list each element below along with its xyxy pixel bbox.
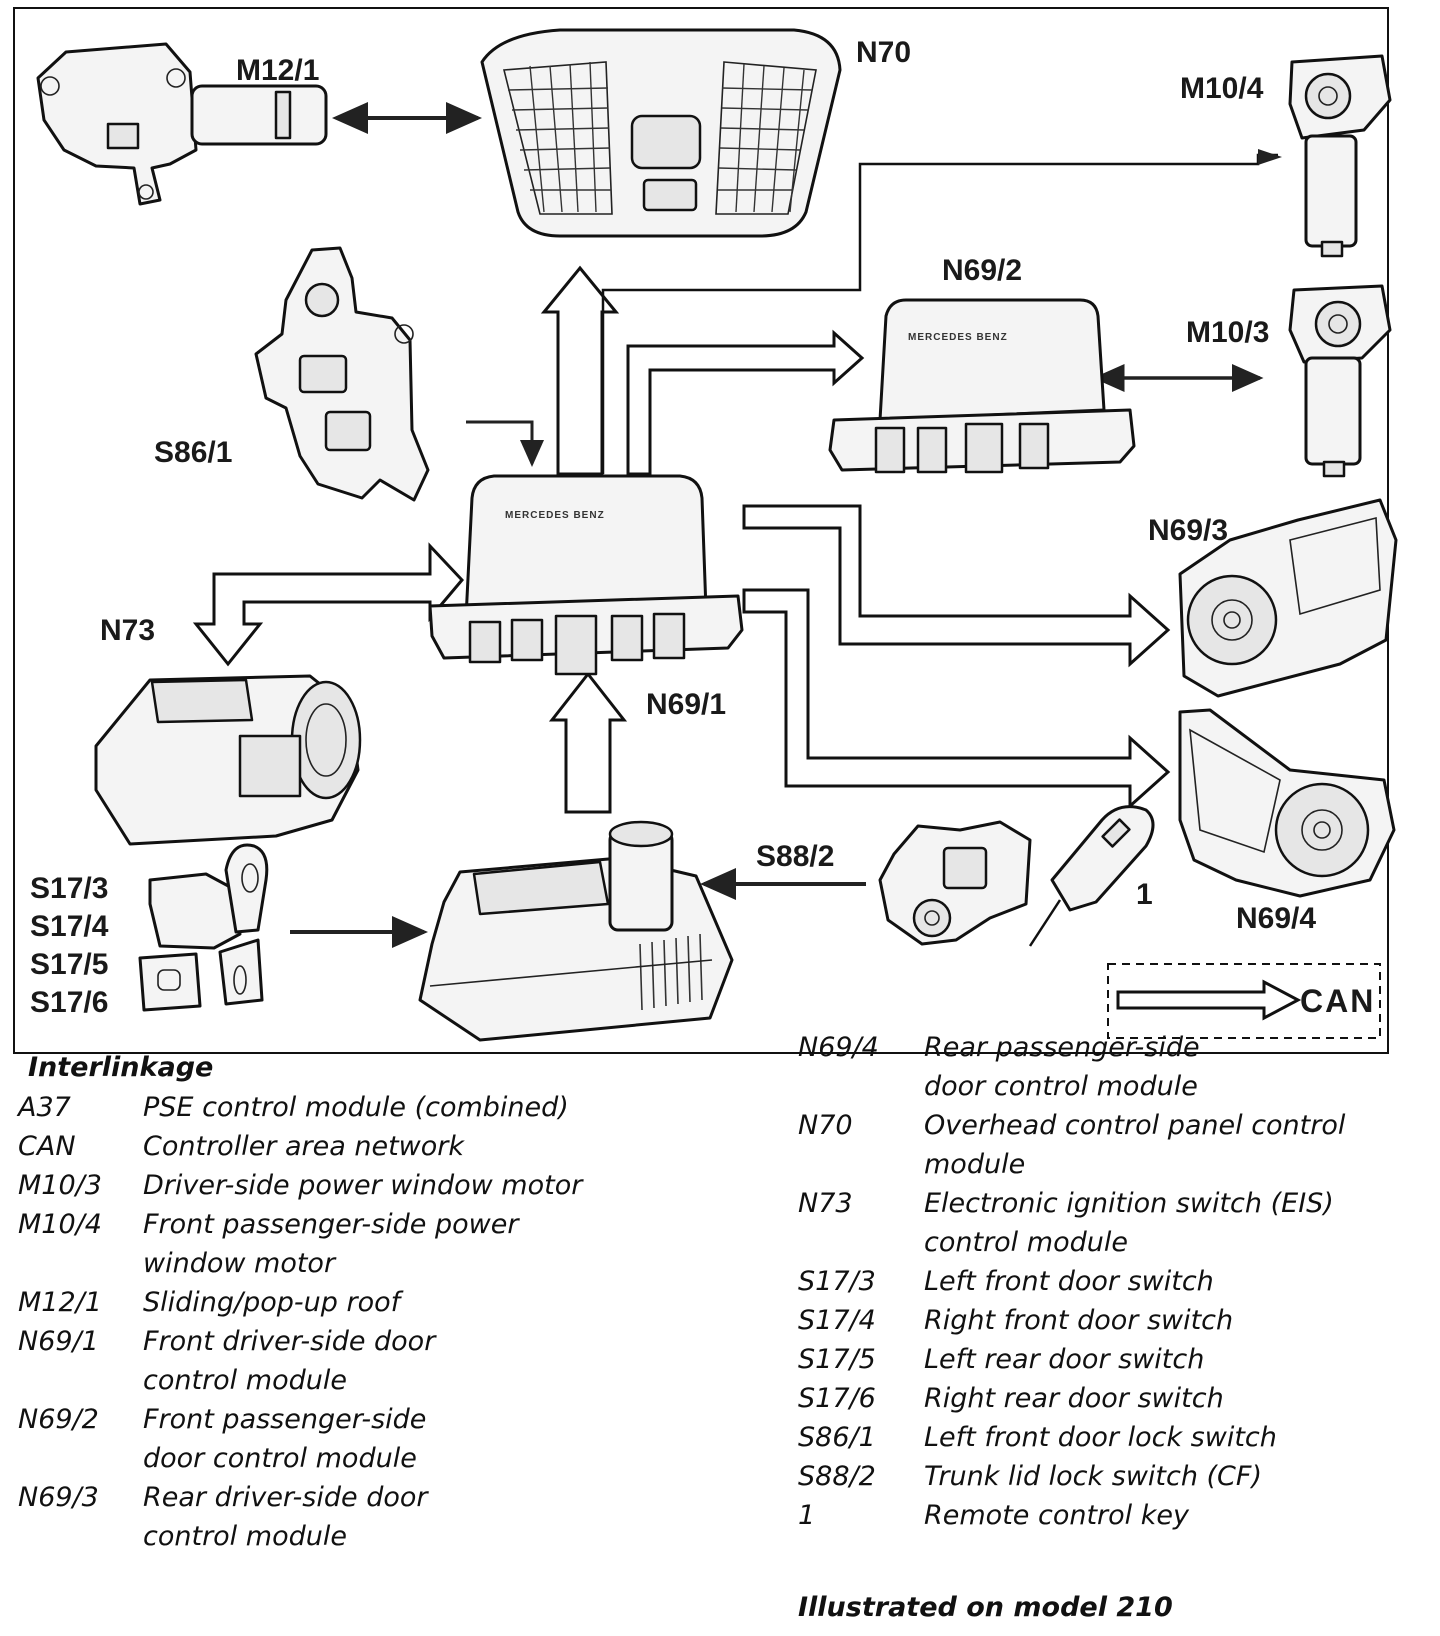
legend-row: N69/3 Rear driver-side door control modul… (18, 1478, 438, 1556)
legend-code: 1 (798, 1500, 816, 1531)
door-control-module-n69-4 (1178, 708, 1396, 898)
legend-code: CAN (18, 1131, 76, 1162)
legend-left-column: A37 PSE control module (combined) CAN Cont… (18, 1088, 718, 1556)
sliding-roof-motor-m12-1 (36, 42, 328, 206)
callout-n69-3: N69/3 (1148, 514, 1228, 547)
legend-row: S88/2 Trunk lid lock switch (CF) (798, 1457, 1428, 1496)
legend-code: S86/1 (798, 1422, 876, 1453)
legend-title: Interlinkage (28, 1052, 214, 1083)
legend-code: A37 (18, 1092, 71, 1123)
can-bus-arrows (192, 149, 1282, 814)
legend-desc: Sliding/pop-up roof (143, 1287, 401, 1318)
legend-row: S17/3 Left front door switch (798, 1262, 1428, 1301)
door-control-module-n69-3 (1178, 498, 1398, 698)
legend-code: N69/4 (798, 1032, 879, 1063)
legend-code: S17/4 (798, 1305, 876, 1336)
trunk-lid-lock-switch-s88-2 (878, 820, 1032, 946)
legend-desc: Overhead control panel control module (924, 1110, 1346, 1180)
legend-row: S17/5 Left rear door switch (798, 1340, 1428, 1379)
legend-row: 1 Remote control key (798, 1496, 1428, 1535)
legend-desc: Front passenger-side power window motor (143, 1209, 519, 1279)
legend-row: M10/3 Driver-side power window motor (18, 1166, 718, 1205)
signal-arrows (290, 102, 1264, 948)
callout-s86-1: S86/1 (154, 436, 232, 469)
callout-m12-1: M12/1 (236, 54, 319, 87)
legend-row: N69/2 Front passenger-side door control m… (18, 1400, 488, 1478)
legend-desc: Front passenger-side door control module (143, 1404, 427, 1474)
remote-control-key (1028, 805, 1155, 947)
legend-code: S17/5 (798, 1344, 876, 1375)
legend-row: N69/1 Front driver-side door control modu… (18, 1322, 438, 1400)
callout-labels: M12/1 N70 M10/4 N69/2 M10/3 S86/1 N69/3 … (30, 36, 1316, 1019)
legend-desc: Rear passenger-side door control module (924, 1032, 1200, 1102)
callout-n69-1: N69/1 (646, 688, 726, 721)
window-motor-m10-3 (1288, 284, 1392, 478)
callout-s17-4: S17/4 (30, 910, 109, 943)
callout-s17-3: S17/3 (30, 872, 108, 905)
module-brand-n69-2: MERCEDES BENZ (908, 332, 1008, 343)
callout-m10-3: M10/3 (1186, 316, 1269, 349)
legend-code: M12/1 (18, 1287, 102, 1318)
callout-n70: N70 (856, 36, 911, 69)
legend-row: N73 Electronic ignition switch (EIS) cont… (798, 1184, 1418, 1262)
legend-row: M10/4 Front passenger-side power window m… (18, 1205, 558, 1283)
legend-desc: Right rear door switch (924, 1383, 1224, 1414)
callout-m10-4: M10/4 (1180, 72, 1264, 105)
legend-desc: Driver-side power window motor (143, 1170, 583, 1201)
legend-code: N69/2 (18, 1404, 99, 1435)
pse-control-module-a37 (418, 820, 734, 1042)
legend-row: N69/4 Rear passenger-side door control mo… (798, 1028, 1218, 1106)
legend-desc: PSE control module (combined) (143, 1092, 569, 1123)
legend-right-column: N69/4 Rear passenger-side door control mo… (798, 1028, 1428, 1535)
legend-row: S86/1 Left front door lock switch (798, 1418, 1428, 1457)
door-lock-switch-s86-1 (254, 246, 430, 502)
legend-desc: Right front door switch (924, 1305, 1234, 1336)
legend-desc: Front driver-side door control module (143, 1326, 436, 1396)
legend-desc: Left front door switch (924, 1266, 1214, 1297)
legend-desc: Trunk lid lock switch (CF) (924, 1461, 1262, 1492)
callout-key-1: 1 (1136, 878, 1153, 911)
callout-n73: N73 (100, 614, 155, 647)
module-brand-n69-1: MERCEDES BENZ (505, 510, 605, 521)
legend-code: S17/3 (798, 1266, 876, 1297)
window-motor-m10-4 (1288, 54, 1392, 258)
door-control-module-n69-1: MERCEDES BENZ (428, 474, 744, 676)
legend-code: M10/3 (18, 1170, 102, 1201)
can-legend-box: CAN (1107, 963, 1381, 1039)
interlinkage-diagram: MERCEDES BENZ MERCEDES BENZ (13, 7, 1398, 1054)
legend-desc: Controller area network (143, 1131, 465, 1162)
legend-row: N70 Overhead control panel control module (798, 1106, 1418, 1184)
callout-s17-5: S17/5 (30, 948, 108, 981)
door-control-module-n69-2: MERCEDES BENZ (828, 298, 1136, 474)
legend-desc: Electronic ignition switch (EIS) control… (924, 1188, 1334, 1258)
legend-desc: Left front door lock switch (924, 1422, 1277, 1453)
legend-row: A37 PSE control module (combined) (18, 1088, 718, 1127)
callout-s17-6: S17/6 (30, 986, 108, 1019)
legend-code: S17/6 (798, 1383, 876, 1414)
legend-row: S17/4 Right front door switch (798, 1301, 1428, 1340)
legend-row: M12/1 Sliding/pop-up roof (18, 1283, 718, 1322)
can-legend-label: CAN (1300, 983, 1375, 1019)
legend-code: M10/4 (18, 1209, 102, 1240)
overhead-control-panel-n70 (480, 28, 842, 238)
legend-row: S17/6 Right rear door switch (798, 1379, 1428, 1418)
callout-s88-2: S88/2 (756, 840, 834, 873)
legend-code: N70 (798, 1110, 853, 1141)
callout-n69-4: N69/4 (1236, 902, 1316, 935)
legend-desc: Left rear door switch (924, 1344, 1205, 1375)
legend-code: N69/1 (18, 1326, 99, 1357)
legend-code: N69/3 (18, 1482, 99, 1513)
legend-code: S88/2 (798, 1461, 876, 1492)
callout-n69-2: N69/2 (942, 254, 1022, 287)
legend-code: N73 (798, 1188, 853, 1219)
legend-desc: Rear driver-side door control module (143, 1482, 428, 1552)
door-switches-s17 (138, 843, 269, 1012)
legend-desc: Remote control key (924, 1500, 1189, 1531)
legend-row: CAN Controller area network (18, 1127, 718, 1166)
model-note: Illustrated on model 210 (798, 1592, 1173, 1623)
ignition-switch-n73 (94, 674, 362, 846)
